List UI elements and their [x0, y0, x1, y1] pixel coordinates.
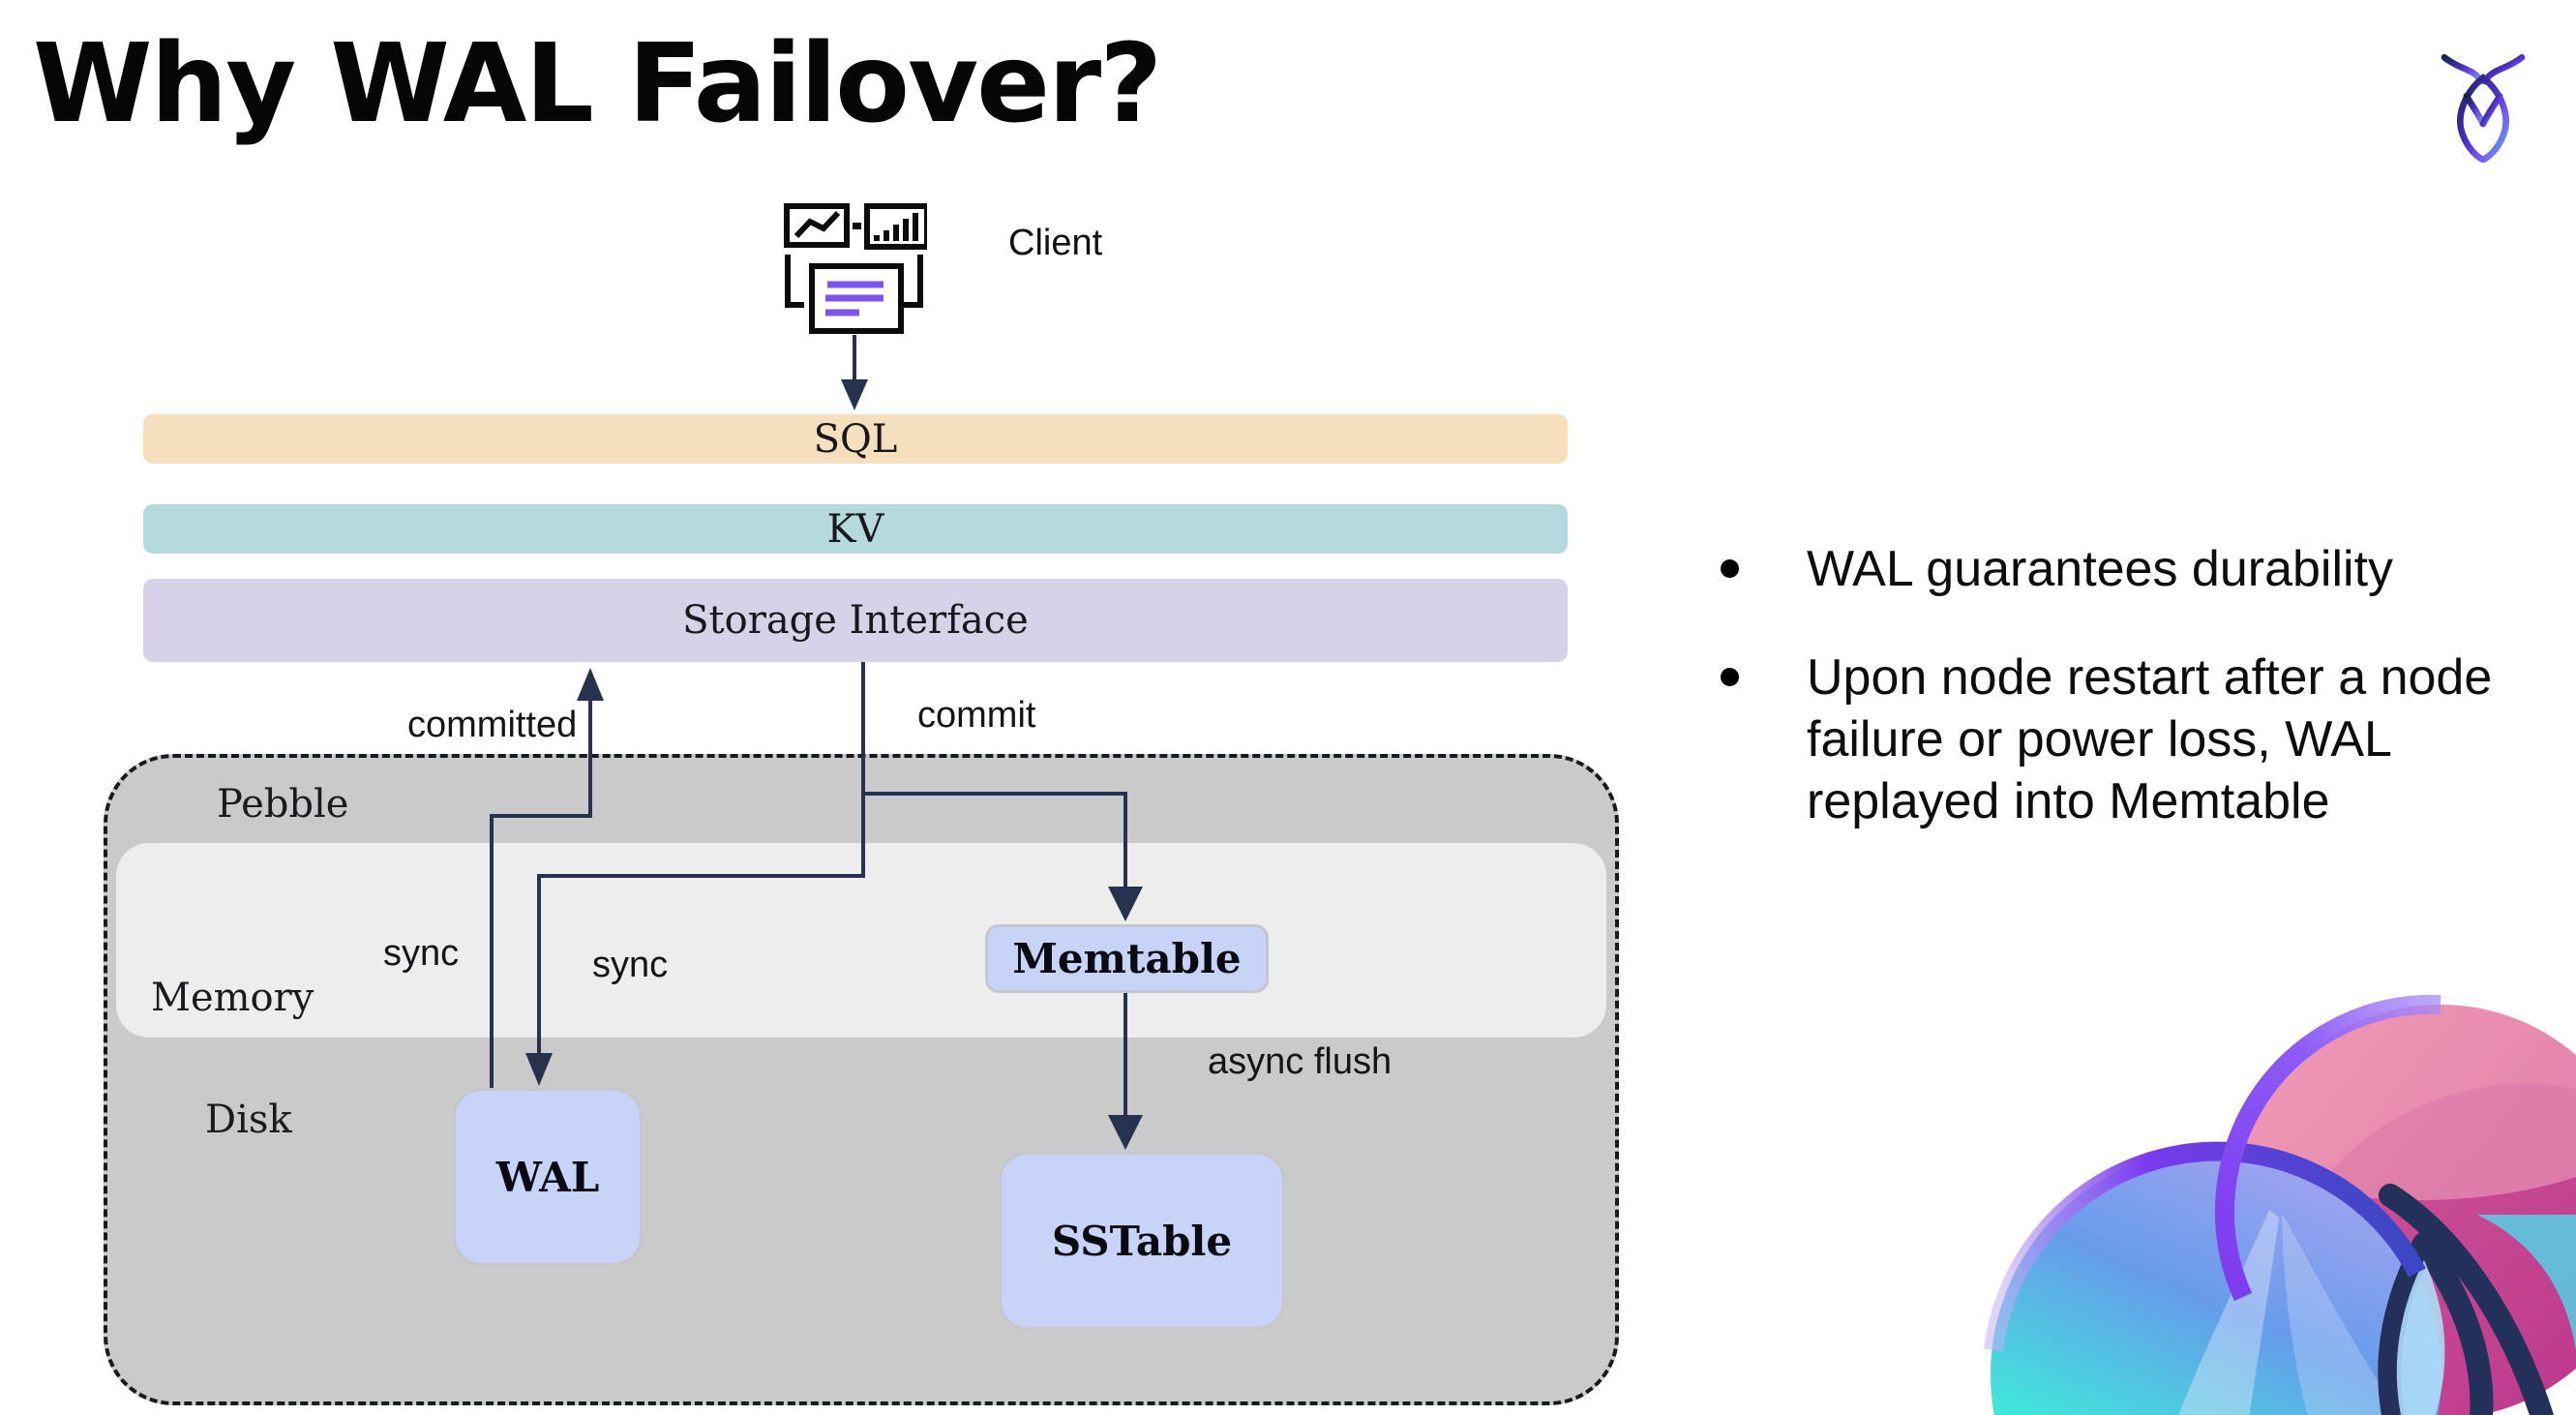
- bullet-text: WAL guarantees durability: [1807, 541, 2394, 597]
- cockroachdb-logo-icon: [2441, 54, 2526, 163]
- memtable-node: Memtable: [985, 924, 1269, 993]
- sstable-label: SSTable: [1051, 1217, 1233, 1265]
- client-label: Client: [1008, 223, 1103, 263]
- layer-sql: SQL: [143, 414, 1568, 464]
- list-item: Upon node restart after a node failure o…: [1721, 647, 2572, 832]
- sync-left-label: sync: [383, 933, 460, 974]
- client-workstation-icon: [784, 203, 927, 334]
- layer-kv: KV: [143, 504, 1568, 554]
- committed-arrowhead: [577, 668, 604, 701]
- page-title: Why WAL Failover?: [33, 21, 1162, 147]
- committed-label: committed: [407, 705, 578, 745]
- wal-label: WAL: [495, 1153, 600, 1201]
- async-flush-label: async flush: [1208, 1041, 1393, 1082]
- bullet-dot-icon: [1721, 559, 1739, 578]
- commit-label: commit: [917, 695, 1036, 736]
- memory-band: [116, 843, 1606, 1038]
- bullet-list: WAL guarantees durability Upon node rest…: [1721, 538, 2572, 879]
- sstable-node: SSTable: [999, 1152, 1285, 1330]
- memtable-label: Memtable: [1012, 935, 1242, 982]
- layer-storage-interface: Storage Interface: [143, 579, 1568, 662]
- pebble-label: Pebble: [217, 782, 349, 827]
- bullet-dot-icon: [1721, 668, 1739, 686]
- client-arrowhead: [841, 379, 868, 410]
- sync-right-label: sync: [592, 945, 669, 985]
- disk-label: Disk: [205, 1098, 292, 1142]
- list-item: WAL guarantees durability: [1721, 538, 2572, 600]
- layer-sql-label: SQL: [813, 416, 898, 462]
- wal-node: WAL: [453, 1088, 643, 1266]
- memory-label: Memory: [151, 976, 315, 1020]
- bullet-text: Upon node restart after a node failure o…: [1807, 649, 2493, 829]
- cockroachdb-sphere-art: [1984, 994, 2576, 1415]
- layer-kv-label: KV: [826, 506, 884, 552]
- layer-storage-interface-label: Storage Interface: [682, 598, 1029, 643]
